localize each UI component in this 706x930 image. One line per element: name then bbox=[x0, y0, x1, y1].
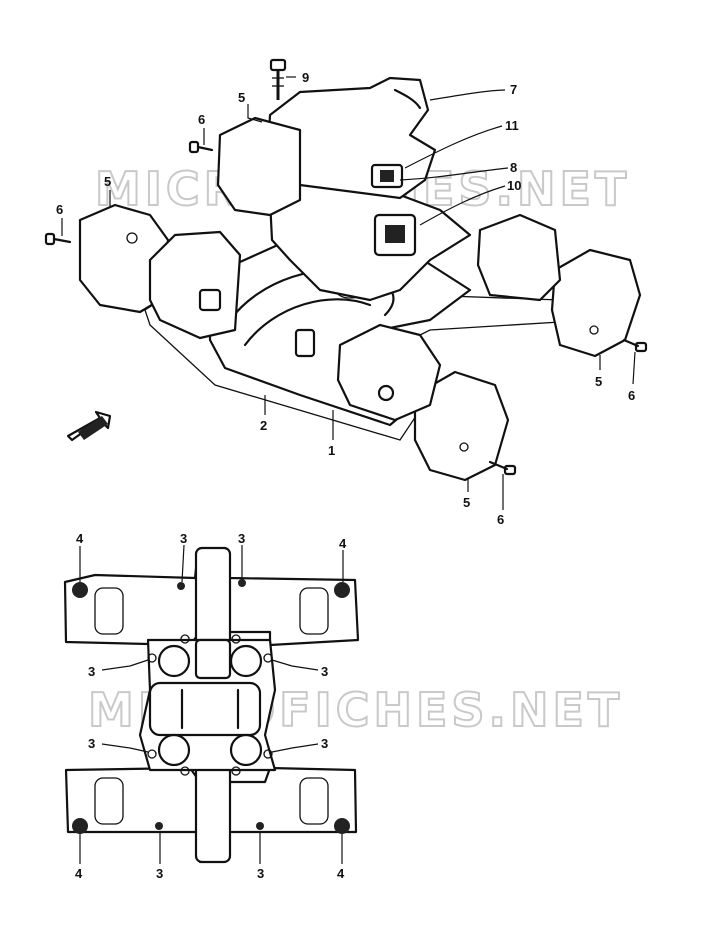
front-direction-arrow-icon bbox=[66, 410, 112, 442]
callout-7: 7 bbox=[510, 82, 517, 97]
callout-5-upper-left: 5 bbox=[238, 90, 245, 105]
screw-6-a bbox=[188, 140, 214, 154]
hole bbox=[231, 766, 241, 776]
callout-4-bottom-left: 4 bbox=[75, 866, 83, 881]
port-upper-right bbox=[229, 644, 263, 678]
bolt-pad-8 bbox=[380, 170, 394, 182]
window-ur bbox=[299, 587, 329, 635]
side-cover-left-hole bbox=[126, 232, 138, 244]
upper-assembly: 9 7 11 8 10 5 6 5 6 5 6 5 6 2 1 bbox=[44, 58, 648, 527]
left-bank-inner bbox=[148, 230, 242, 340]
top-cover-7-neck bbox=[393, 88, 422, 110]
hole bbox=[263, 749, 273, 759]
screw-6-d bbox=[488, 460, 517, 476]
grommet-ur bbox=[334, 582, 350, 598]
callout-3-bottom-left: 3 bbox=[156, 866, 163, 881]
grommet-ll bbox=[72, 818, 88, 834]
port-lower-left bbox=[157, 733, 191, 767]
bolt-9 bbox=[269, 58, 287, 100]
manifold-ridge-2 bbox=[243, 298, 372, 347]
gasket-block-10-detail bbox=[385, 225, 405, 243]
seal-top-right bbox=[238, 579, 246, 587]
grommet-lr bbox=[334, 818, 350, 834]
callout-8: 8 bbox=[510, 160, 517, 175]
right-bank-front-stud bbox=[377, 384, 395, 402]
seal-top-left bbox=[177, 582, 185, 590]
hole bbox=[231, 634, 241, 644]
gasket-center-window bbox=[148, 681, 262, 737]
hole bbox=[147, 653, 157, 663]
grommet-ul bbox=[72, 582, 88, 598]
manifold-boss bbox=[294, 328, 316, 358]
callout-3-mid-right-lower: 3 bbox=[321, 736, 328, 751]
seal-bottom-right bbox=[256, 822, 264, 830]
center-square bbox=[194, 638, 232, 680]
callout-3-mid-right-upper: 3 bbox=[321, 664, 328, 679]
side-cover-right-front-hole bbox=[459, 442, 469, 452]
callout-9: 9 bbox=[302, 70, 309, 85]
right-bank-front bbox=[336, 323, 442, 422]
right-bank-rear bbox=[476, 213, 562, 302]
lower-gasket-view: 3 3 4 4 3 3 3 3 4 3 3 4 bbox=[63, 531, 360, 881]
callout-4-bottom-right: 4 bbox=[337, 866, 345, 881]
callout-3-mid-left-lower: 3 bbox=[88, 736, 95, 751]
callout-5-right-rear: 5 bbox=[595, 374, 602, 389]
hole bbox=[180, 634, 190, 644]
callout-3-mid-left-upper: 3 bbox=[88, 664, 95, 679]
callout-5-left: 5 bbox=[104, 174, 111, 189]
window-ll bbox=[94, 777, 124, 825]
callout-4-top-right: 4 bbox=[339, 536, 347, 551]
callout-3-top-left: 3 bbox=[180, 531, 187, 546]
port-lower-right bbox=[229, 733, 263, 767]
side-cover-right-rear-hole bbox=[589, 325, 599, 335]
callout-5-right-front: 5 bbox=[463, 495, 470, 510]
callout-1: 1 bbox=[328, 443, 335, 458]
callout-6-upper-left: 6 bbox=[198, 112, 205, 127]
callout-6-right-front: 6 bbox=[497, 512, 504, 527]
callout-2: 2 bbox=[260, 418, 267, 433]
hole bbox=[180, 766, 190, 776]
callout-3-top-right: 3 bbox=[238, 531, 245, 546]
callout-4-top-left: 4 bbox=[76, 531, 84, 546]
hole bbox=[263, 653, 273, 663]
hole bbox=[147, 749, 157, 759]
callout-6-left: 6 bbox=[56, 202, 63, 217]
screw-6-c bbox=[622, 338, 648, 353]
seal-bottom-left bbox=[155, 822, 163, 830]
callout-10: 10 bbox=[507, 178, 521, 193]
side-cover-upper-left bbox=[216, 116, 302, 217]
window-ul bbox=[94, 587, 124, 635]
screw-6-b bbox=[44, 232, 72, 246]
callout-3-bottom-right: 3 bbox=[257, 866, 264, 881]
callout-6-right-rear: 6 bbox=[628, 388, 635, 403]
port-upper-left bbox=[157, 644, 191, 678]
callout-11: 11 bbox=[505, 118, 519, 133]
left-bank-port bbox=[198, 288, 222, 312]
window-lr bbox=[299, 777, 329, 825]
